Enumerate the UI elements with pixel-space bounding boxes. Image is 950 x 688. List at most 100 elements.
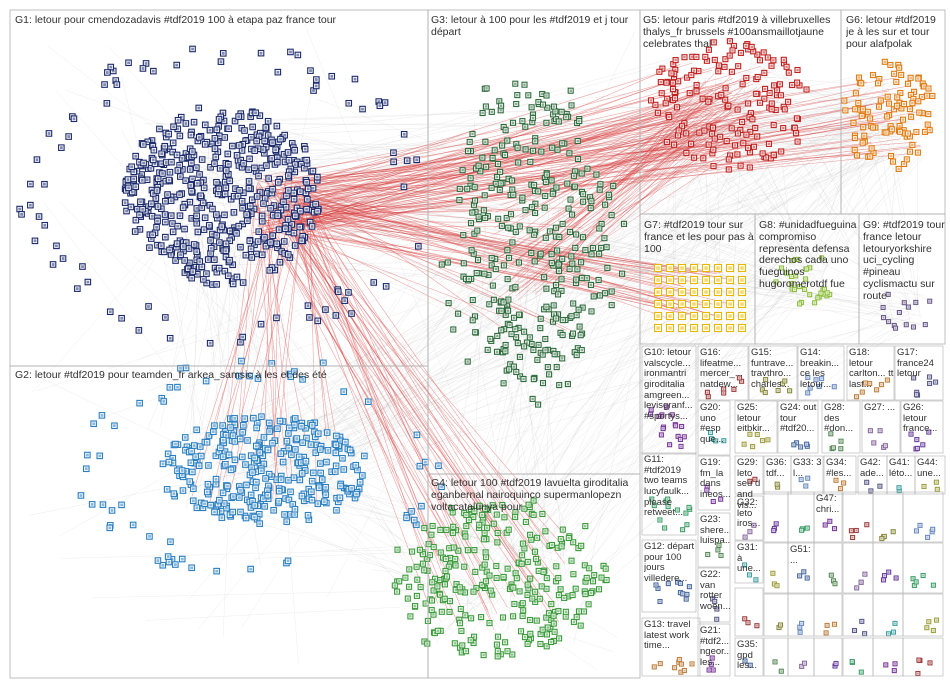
node-g2-dot: [233, 440, 237, 443]
edge-gray: [163, 262, 503, 531]
node-g6-dot: [852, 121, 855, 124]
edge-gray: [445, 294, 786, 640]
node-g3-dot: [500, 144, 504, 147]
node-g3-dot: [446, 261, 450, 264]
node-g3-dot: [622, 222, 626, 226]
node-g2-dot: [188, 480, 192, 483]
node-g1-dot: [197, 106, 201, 110]
node-g2-dot: [314, 451, 318, 455]
node-g4-dot: [488, 621, 491, 625]
node-g3-dot: [524, 125, 527, 128]
edge-gray: [469, 127, 897, 260]
node-g5-dot: [728, 154, 732, 157]
node-g3-dot: [544, 349, 547, 352]
node-g1-dot: [275, 316, 278, 320]
node-g2-dot: [266, 497, 270, 500]
node-g2-dot: [223, 463, 227, 466]
node-g5-dot: [736, 64, 740, 68]
node-g4-dot: [496, 541, 499, 544]
node-g3-dot: [524, 148, 527, 151]
edge-red: [230, 228, 301, 490]
edge-red: [508, 122, 747, 297]
node-g5-dot: [723, 65, 726, 69]
edge-gray: [148, 247, 505, 392]
node-g3-dot: [554, 317, 558, 320]
node-g2-dot: [336, 500, 340, 504]
node-g1-dot: [259, 322, 263, 326]
node-g1-dot: [211, 232, 214, 236]
edge-gray: [774, 58, 895, 311]
edge-red: [296, 85, 909, 201]
node-g2-dot: [221, 438, 225, 442]
node-g1-dot: [270, 157, 274, 160]
node-g3-dot: [510, 332, 513, 336]
node-g4-dot: [406, 597, 410, 600]
edge-red: [276, 190, 575, 333]
node-g1-dot: [145, 178, 149, 182]
node-g3-dot: [523, 83, 526, 86]
node-g6-dot: [886, 95, 889, 98]
node-g1-dot: [312, 89, 315, 92]
node-g3-dot: [507, 177, 510, 180]
node-g7-dot: [656, 314, 660, 318]
node-g1-dot: [283, 133, 287, 137]
node-g1-dot: [248, 157, 251, 161]
node-g2-dot: [333, 470, 337, 473]
node-g4-dot: [459, 607, 463, 611]
node-g7-dot: [680, 326, 684, 330]
node-g4-dot: [461, 644, 464, 647]
edge-gray: [669, 129, 801, 265]
node-g3-dot: [516, 341, 519, 345]
node-g4-dot: [439, 551, 442, 554]
edge-red: [528, 135, 758, 262]
node-g5-dot: [660, 91, 663, 95]
node-g3-dot: [552, 304, 555, 307]
node-g1-dot: [241, 222, 245, 226]
node-g1-dot: [248, 204, 252, 208]
node-g4-dot: [452, 546, 456, 549]
node-g1-dot: [260, 253, 264, 257]
node-g5-dot: [658, 70, 661, 74]
node-g4-dot: [469, 639, 472, 642]
node-g5-dot: [727, 168, 730, 171]
edge-red: [276, 126, 741, 190]
node-g5-dot: [782, 58, 786, 62]
node-g3-dot: [576, 139, 579, 143]
node-g7-dot: [704, 302, 708, 306]
node-g3-dot: [544, 180, 548, 184]
node-g4-dot: [448, 556, 452, 560]
node-g5-dot: [704, 55, 707, 59]
node-g6-dot: [843, 99, 846, 102]
node-g1-dot: [169, 195, 173, 199]
node-g4-dot: [484, 556, 488, 559]
node-g1-dot: [133, 230, 137, 233]
node-g3-dot: [603, 203, 607, 206]
node-g4-dot: [506, 567, 509, 570]
node-g3-dot: [498, 100, 501, 103]
node-g5-dot: [656, 111, 660, 114]
node-g2-dot: [253, 456, 256, 460]
node-g5-dot: [736, 132, 740, 135]
node-g3-dot: [595, 173, 598, 176]
node-g3-dot: [466, 360, 469, 363]
node-g7-dot: [740, 302, 744, 306]
node-g2-dot: [239, 489, 242, 492]
node-g6-dot: [927, 87, 930, 90]
node-g2-dot: [290, 453, 293, 456]
node-g5-dot: [695, 90, 698, 93]
node-g4-dot: [528, 533, 532, 537]
node-g1-dot: [55, 244, 58, 248]
node-g3-dot: [500, 329, 503, 332]
node-g1-dot: [241, 281, 245, 284]
node-g1-dot: [316, 209, 319, 213]
edge-gray: [877, 128, 910, 321]
edge-red: [266, 144, 749, 196]
edge-red: [263, 221, 466, 561]
node-g5-dot: [795, 81, 799, 84]
node-g6-dot: [912, 97, 915, 101]
node-g3-dot: [566, 182, 569, 185]
node-g2-dot: [324, 485, 328, 489]
node-g3-dot: [522, 330, 526, 333]
edge-red: [271, 201, 689, 311]
